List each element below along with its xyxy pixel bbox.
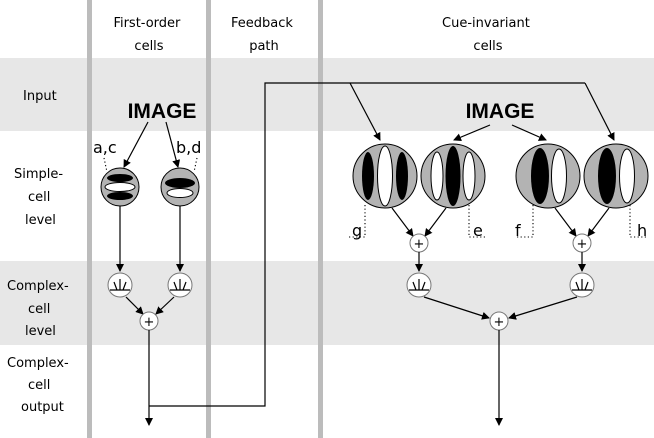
arrow-left-complex1-to-sum [125, 296, 144, 315]
receptive-field-left-2 [160, 167, 200, 207]
filter-marker-ac [103, 157, 108, 173]
header-first-order: First-order cells [113, 16, 184, 54]
input-band [0, 58, 654, 131]
arrow-rf-h-to-sum2 [587, 207, 610, 237]
image-label-right: IMAGE [466, 100, 535, 123]
header-cue-invariant: Cue-invariant cells [442, 16, 534, 54]
divider-middle-left [206, 0, 211, 438]
arrow-rf-g-to-sum1 [391, 207, 414, 237]
feedback-path-line [149, 82, 585, 407]
filter-label-f: f [515, 221, 521, 240]
header-feedback: Feedback path [231, 16, 297, 54]
filter-label-h: h [637, 221, 647, 240]
receptive-field-e [420, 143, 486, 209]
row-label-output: Complex- cell output [7, 356, 73, 415]
receptive-field-f [515, 143, 581, 209]
arrow-rf-f-to-sum2 [554, 207, 577, 237]
row-label-complex: Complex- cell level [7, 279, 73, 339]
divider-left [87, 0, 92, 438]
filter-label-ac: a,c [93, 138, 117, 157]
arrow-rf-e-to-sum1 [424, 207, 447, 237]
row-label-input: Input [23, 89, 57, 104]
arrow-right-complex1-to-sum [423, 296, 490, 320]
sum-symbol-left: + [144, 315, 155, 330]
filter-marker-bd [193, 157, 198, 173]
image-label-left: IMAGE [128, 100, 197, 123]
arrow-left-complex2-to-sum [155, 296, 175, 315]
arrow-image-to-rf-f [511, 124, 547, 141]
complex-unit-right-1 [406, 272, 432, 298]
filter-marker-e [468, 205, 487, 238]
filter-marker-g [347, 205, 366, 238]
row-label-simple: Simple- cell level [14, 167, 67, 228]
filter-label-g: g [352, 221, 362, 240]
arrow-image-to-left-rf1 [123, 121, 149, 168]
arrow-right-complex2-to-sum [508, 296, 578, 320]
sum-symbol-right-2: + [577, 237, 588, 252]
filter-marker-f [515, 205, 534, 238]
divider-middle-right [318, 0, 323, 438]
arrow-feedback-to-rf-h [584, 82, 615, 141]
sum-symbol-right-final: + [494, 315, 505, 330]
sum-symbol-right-1: + [414, 237, 425, 252]
filter-label-bd: b,d [176, 138, 201, 157]
complex-band [0, 261, 654, 345]
complex-unit-left-1 [107, 272, 133, 298]
complex-unit-right-2 [569, 272, 595, 298]
arrow-image-to-rf-e [453, 124, 491, 141]
arrow-image-to-left-rf2 [165, 121, 181, 168]
arrow-feedback-to-rf-g [349, 82, 381, 141]
filter-label-e: e [473, 221, 483, 240]
complex-unit-left-2 [167, 272, 193, 298]
receptive-field-g [352, 143, 418, 209]
receptive-field-left-1 [100, 167, 140, 207]
filter-marker-h [629, 205, 648, 238]
receptive-field-h [583, 143, 649, 209]
